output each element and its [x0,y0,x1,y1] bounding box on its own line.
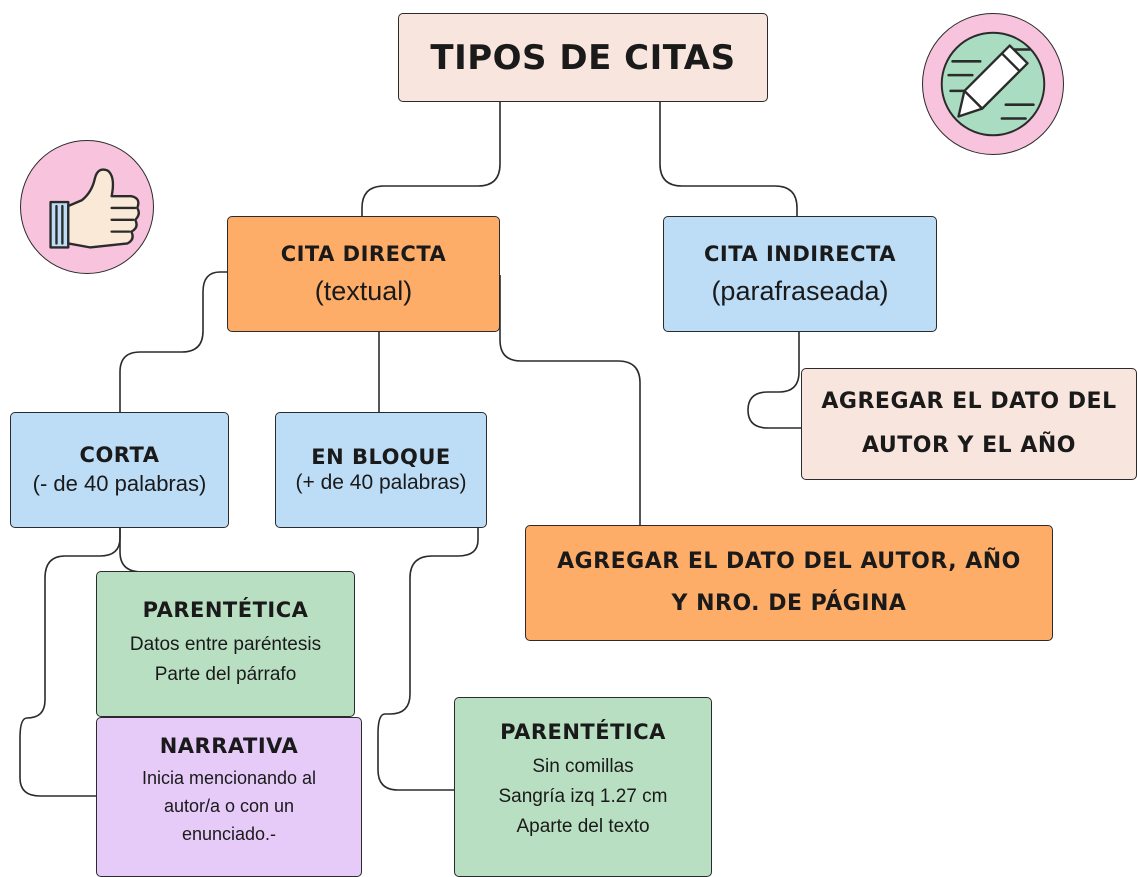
indirect-note-line: AUTOR Y EL AÑO [862,433,1076,458]
parenthetical-block-box: PARENTÉTICA Sin comillas Sangría izq 1.2… [454,697,712,877]
connector-bloque-parentetica [377,528,479,791]
narrative-line: autor/a o con un [163,796,295,816]
direct-note-line: Y NRO. DE PÁGINA [671,591,907,616]
thumbs-up-badge [20,140,154,274]
parenthetical-block-title: PARENTÉTICA [500,720,666,744]
parenthetical-short-title: PARENTÉTICA [142,598,309,622]
indirect-note-line: AGREGAR EL DATO DEL [821,389,1117,414]
direct-note-line: AGREGAR EL DATO DEL AUTOR, AÑO [557,549,1021,574]
connector-corta-narrativa [19,528,121,797]
connector-indirect-note [747,332,801,429]
narrative-box: NARRATIVA Inicia mencionando al autor/a … [96,717,362,877]
narrative-title: NARRATIVA [159,734,299,758]
pencil-icon [940,31,1046,137]
block-quote-title: EN BLOQUE [311,445,451,469]
pencil-badge [922,13,1064,155]
short-quote-title: CORTA [79,443,160,467]
parenthetical-short-line: Parte del párrafo [154,664,297,685]
block-quote-subtitle: (+ de 40 palabras) [295,471,467,494]
connector-root-indirect [659,102,798,216]
connector-direct-note [499,275,641,525]
connector-root-direct [361,102,501,216]
block-quote-box: EN BLOQUE (+ de 40 palabras) [275,412,487,528]
direct-note-box: AGREGAR EL DATO DEL AUTOR, AÑO Y NRO. DE… [525,525,1053,641]
parenthetical-block-line: Aparte del texto [516,816,650,837]
short-quote-box: CORTA (- de 40 palabras) [10,412,229,528]
thumbs-up-icon [49,168,140,249]
connector-corta-parentetica [119,528,163,573]
direct-citation-box: CITA DIRECTA (textual) [227,216,500,332]
narrative-line: enunciado.- [181,824,277,844]
indirect-citation-subtitle: (parafraseada) [711,275,889,306]
parenthetical-short-box: PARENTÉTICA Datos entre paréntesis Parte… [96,571,355,717]
connector-direct-corta [119,271,227,412]
short-quote-subtitle: (- de 40 palabras) [32,471,207,496]
direct-citation-subtitle: (textual) [314,275,413,306]
indirect-citation-box: CITA INDIRECTA (parafraseada) [663,216,937,332]
parenthetical-block-line: Sangría izq 1.27 cm [498,786,668,807]
parenthetical-short-line: Datos entre paréntesis [129,634,322,655]
narrative-line: Inicia mencionando al [141,768,317,788]
parenthetical-block-line: Sin comillas [532,756,634,777]
indirect-citation-title: CITA INDIRECTA [704,241,896,266]
root-title-box: TIPOS DE CITAS [398,13,768,102]
root-title: TIPOS DE CITAS [430,37,736,78]
indirect-note-box: AGREGAR EL DATO DEL AUTOR Y EL AÑO [801,368,1137,480]
direct-citation-title: CITA DIRECTA [280,241,447,266]
